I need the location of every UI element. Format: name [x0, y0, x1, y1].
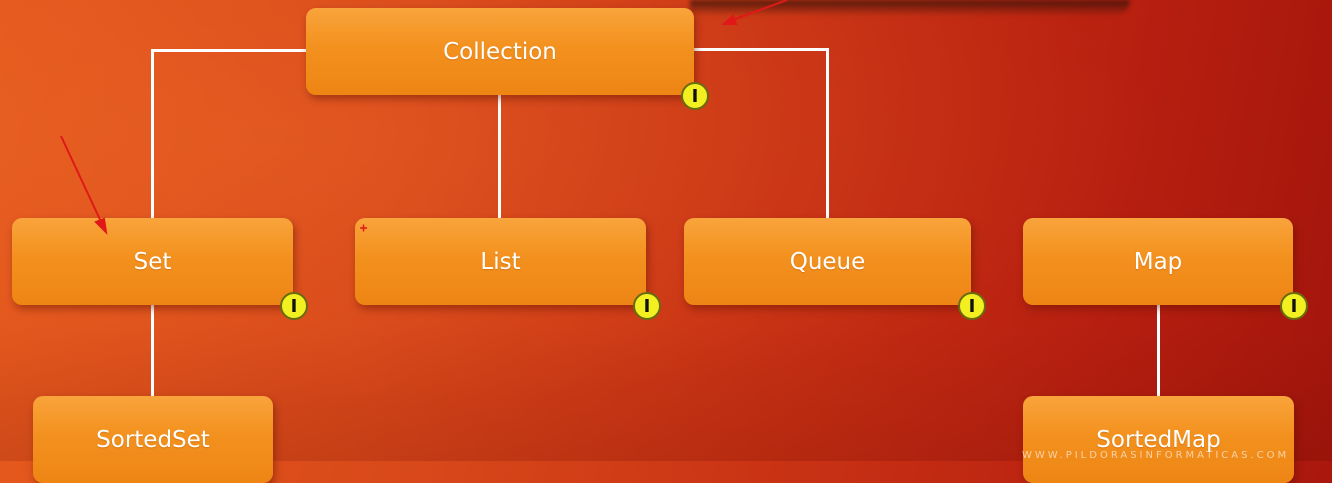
node-map-label: Map	[1133, 248, 1183, 275]
connector-collection-right	[692, 48, 829, 51]
node-queue: Queue	[684, 218, 971, 305]
connector-list-vertical	[498, 94, 501, 219]
node-sortedset-label: SortedSet	[96, 426, 210, 453]
node-list: List	[355, 218, 646, 305]
connector-collection-left	[151, 49, 307, 52]
node-queue-label: Queue	[789, 248, 866, 275]
connector-queue-vertical	[826, 48, 829, 219]
interface-badge-map: I	[1280, 292, 1308, 320]
interface-badge-set: I	[280, 292, 308, 320]
node-collection-label: Collection	[443, 38, 557, 65]
annotation-arrow-collection	[721, 0, 788, 25]
top-shadow-overlay	[690, 0, 1130, 16]
annotation-arrow-set	[60, 135, 108, 235]
interface-badge-queue: I	[958, 292, 986, 320]
node-map: Map	[1023, 218, 1293, 305]
cursor-marker	[360, 224, 367, 232]
node-sortedmap-label: SortedMap	[1096, 426, 1221, 453]
annotation-arrows	[60, 0, 788, 235]
connector-set-vertical	[151, 49, 154, 219]
node-set: Set	[12, 218, 293, 305]
node-set-label: Set	[133, 248, 172, 275]
connector-sortedset-vertical	[151, 303, 154, 397]
interface-badge-list: I	[633, 292, 661, 320]
connector-sortedmap-vertical	[1157, 303, 1160, 397]
interface-badge-collection: I	[681, 82, 709, 110]
watermark: WWW.PILDORASINFORMATICAS.COM	[1022, 450, 1290, 461]
node-collection: Collection	[306, 8, 694, 95]
node-list-label: List	[480, 248, 521, 275]
